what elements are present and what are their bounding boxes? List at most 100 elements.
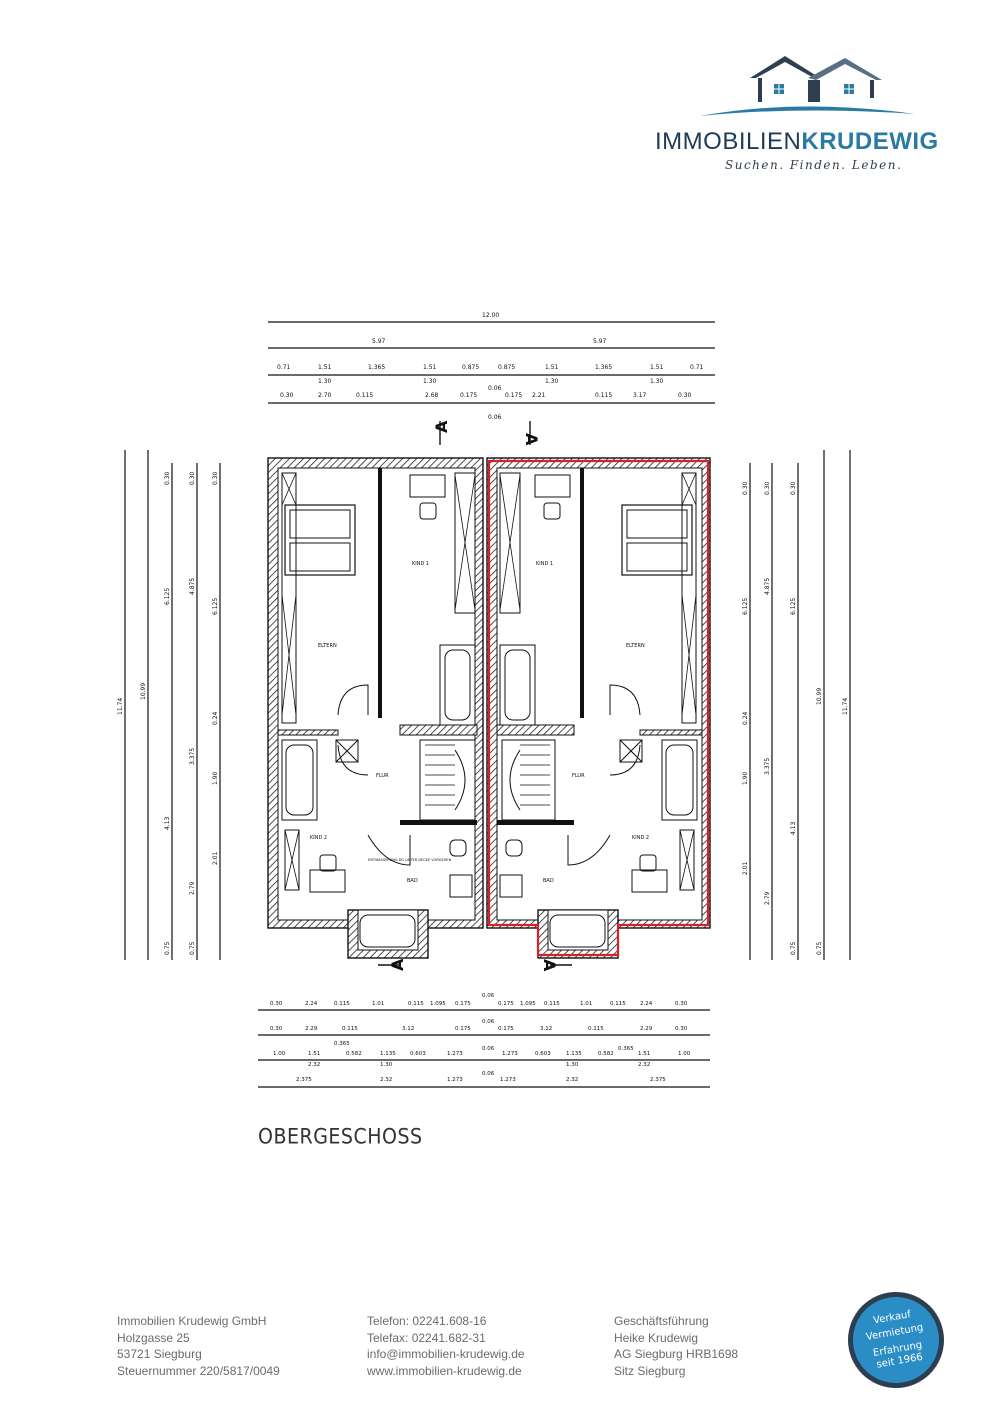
svg-text:3.375: 3.375 (764, 758, 771, 775)
contact-fax: Telefax: 02241.682-31 (367, 1330, 486, 1345)
company-city: 53721 Siegburg (117, 1347, 202, 1361)
brand-part-2: KRUDEWIG (801, 128, 939, 155)
svg-text:10.99: 10.99 (816, 688, 823, 705)
section-marker-bottom-right: A (540, 959, 559, 972)
company-logo: IMMOBILIENKRUDEWIG Suchen. Finden. Leben… (640, 50, 960, 180)
svg-text:0.30: 0.30 (678, 392, 692, 399)
svg-text:1.30: 1.30 (318, 378, 332, 385)
svg-text:0.175: 0.175 (455, 1026, 471, 1032)
svg-text:11.74: 11.74 (842, 698, 849, 715)
svg-text:2.375: 2.375 (650, 1077, 666, 1083)
svg-text:1.095: 1.095 (430, 1001, 446, 1007)
svg-text:0.582: 0.582 (346, 1051, 362, 1057)
room-label-eltern-right: ELTERN (626, 643, 645, 649)
svg-text:6.125: 6.125 (212, 598, 219, 615)
svg-text:0.115: 0.115 (342, 1026, 358, 1032)
svg-text:1.30: 1.30 (380, 1062, 393, 1068)
svg-text:2.70: 2.70 (318, 392, 332, 399)
room-label-kind1-right: KIND 1 (536, 561, 553, 567)
svg-text:2.375: 2.375 (296, 1077, 312, 1083)
svg-text:1.30: 1.30 (545, 378, 559, 385)
svg-text:0.30: 0.30 (764, 481, 771, 495)
right-dimension-values: 6.125 4.875 6.125 10.99 11.74 0.30 0.30 … (742, 481, 849, 955)
svg-text:6.125: 6.125 (790, 598, 797, 615)
floor-plan-drawing: 12.00 5.97 5.97 0.71 1.51 1.365 1.51 0.8… (117, 312, 851, 1088)
footer-company: Immobilien Krudewig GmbH Holzgasse 25 53… (117, 1313, 280, 1379)
svg-text:0.75: 0.75 (790, 941, 797, 955)
svg-text:0.115: 0.115 (595, 392, 612, 399)
svg-text:1.30: 1.30 (566, 1062, 579, 1068)
contact-website[interactable]: www.immobilien-krudewig.de (367, 1363, 522, 1378)
brand-part-1: IMMOBILIEN (655, 128, 802, 155)
top-dimension-lines (268, 321, 715, 404)
svg-text:0.115: 0.115 (334, 1001, 350, 1007)
room-label-bad-left: BAD (407, 878, 418, 884)
svg-text:0.30: 0.30 (189, 471, 196, 485)
svg-text:0.30: 0.30 (280, 392, 294, 399)
svg-text:2.29: 2.29 (305, 1026, 318, 1032)
svg-text:1.51: 1.51 (545, 364, 559, 371)
svg-text:0.115: 0.115 (610, 1001, 626, 1007)
svg-text:0.582: 0.582 (598, 1051, 614, 1057)
svg-text:0.06: 0.06 (488, 385, 502, 392)
svg-text:3.12: 3.12 (402, 1026, 414, 1032)
svg-text:1.90: 1.90 (212, 771, 219, 785)
svg-text:0.30: 0.30 (270, 1026, 283, 1032)
section-marker-bottom-left: A (388, 958, 407, 971)
svg-text:10.99: 10.99 (140, 683, 147, 700)
room-label-bad-right: BAD (543, 878, 554, 884)
svg-text:1.273: 1.273 (447, 1077, 463, 1083)
svg-text:0.75: 0.75 (164, 941, 171, 955)
svg-text:0.875: 0.875 (462, 364, 479, 371)
svg-text:0.365: 0.365 (334, 1041, 350, 1047)
drainage-note: ENTWÄSSERUNG DG UNTER DECKE VORGEHEN (368, 857, 452, 862)
svg-text:1.135: 1.135 (566, 1051, 582, 1057)
svg-text:1.01: 1.01 (372, 1001, 384, 1007)
svg-text:0.06: 0.06 (482, 1019, 495, 1025)
svg-text:4.875: 4.875 (764, 578, 771, 595)
contact-email[interactable]: info@immobilien-krudewig.de (367, 1347, 525, 1361)
management-name: Heike Krudewig (614, 1330, 699, 1345)
svg-text:2.24: 2.24 (305, 1001, 318, 1007)
right-unit: KIND 1 ELTERN FLUR KIND 2 BAD (486, 457, 711, 959)
svg-text:0.603: 0.603 (410, 1051, 426, 1057)
svg-text:1.00: 1.00 (273, 1051, 286, 1057)
svg-text:0.115: 0.115 (408, 1001, 424, 1007)
svg-text:6.125: 6.125 (742, 598, 749, 615)
svg-text:1.90: 1.90 (742, 771, 749, 785)
svg-text:0.175: 0.175 (455, 1001, 471, 1007)
svg-text:1.51: 1.51 (423, 364, 437, 371)
svg-text:1.51: 1.51 (638, 1051, 650, 1057)
experience-badge: Verkauf Vermietung Erfahrung seit 1966 (848, 1292, 944, 1388)
dim-total-width: 12.00 (482, 312, 499, 319)
bottom-dimension-values: 0.30 2.24 0.115 1.01 0.115 1.095 0.175 0… (270, 993, 691, 1083)
left-dimension-values: 11.74 10.99 6.125 4.875 6.125 0.30 0.30 … (117, 471, 219, 955)
svg-text:2.24: 2.24 (640, 1001, 653, 1007)
svg-text:0.71: 0.71 (277, 364, 291, 371)
svg-text:0.75: 0.75 (189, 941, 196, 955)
dim-half-left: 5.97 (372, 338, 386, 345)
management-seat: Sitz Siegburg (614, 1363, 686, 1378)
company-tax-number: Steuernummer 220/5817/0049 (117, 1363, 280, 1378)
svg-text:1.365: 1.365 (368, 364, 385, 371)
brand-tagline: Suchen. Finden. Leben. (725, 158, 903, 172)
svg-text:0.175: 0.175 (460, 392, 477, 399)
company-street: Holzgasse 25 (117, 1330, 190, 1345)
svg-text:1.00: 1.00 (678, 1051, 691, 1057)
dim-half-right: 5.97 (593, 338, 607, 345)
svg-text:6.125: 6.125 (164, 588, 171, 605)
svg-text:0.365: 0.365 (618, 1046, 634, 1052)
room-label-kind2-right: KIND 2 (632, 835, 649, 841)
svg-text:2.32: 2.32 (380, 1077, 392, 1083)
svg-text:11.74: 11.74 (117, 698, 124, 715)
top-dimension-values: 12.00 5.97 5.97 0.71 1.51 1.365 1.51 0.8… (277, 312, 704, 421)
svg-text:1.51: 1.51 (308, 1051, 320, 1057)
svg-text:0.06: 0.06 (482, 1046, 495, 1052)
room-label-kind2-left: KIND 2 (310, 835, 327, 841)
svg-text:2.21: 2.21 (532, 392, 546, 399)
svg-text:3.375: 3.375 (189, 748, 196, 765)
contact-phone: Telefon: 02241.608-16 (367, 1314, 487, 1328)
house-logo-icon (700, 56, 915, 116)
unit-highlight-outline (487, 459, 710, 957)
svg-text:0.175: 0.175 (505, 392, 522, 399)
